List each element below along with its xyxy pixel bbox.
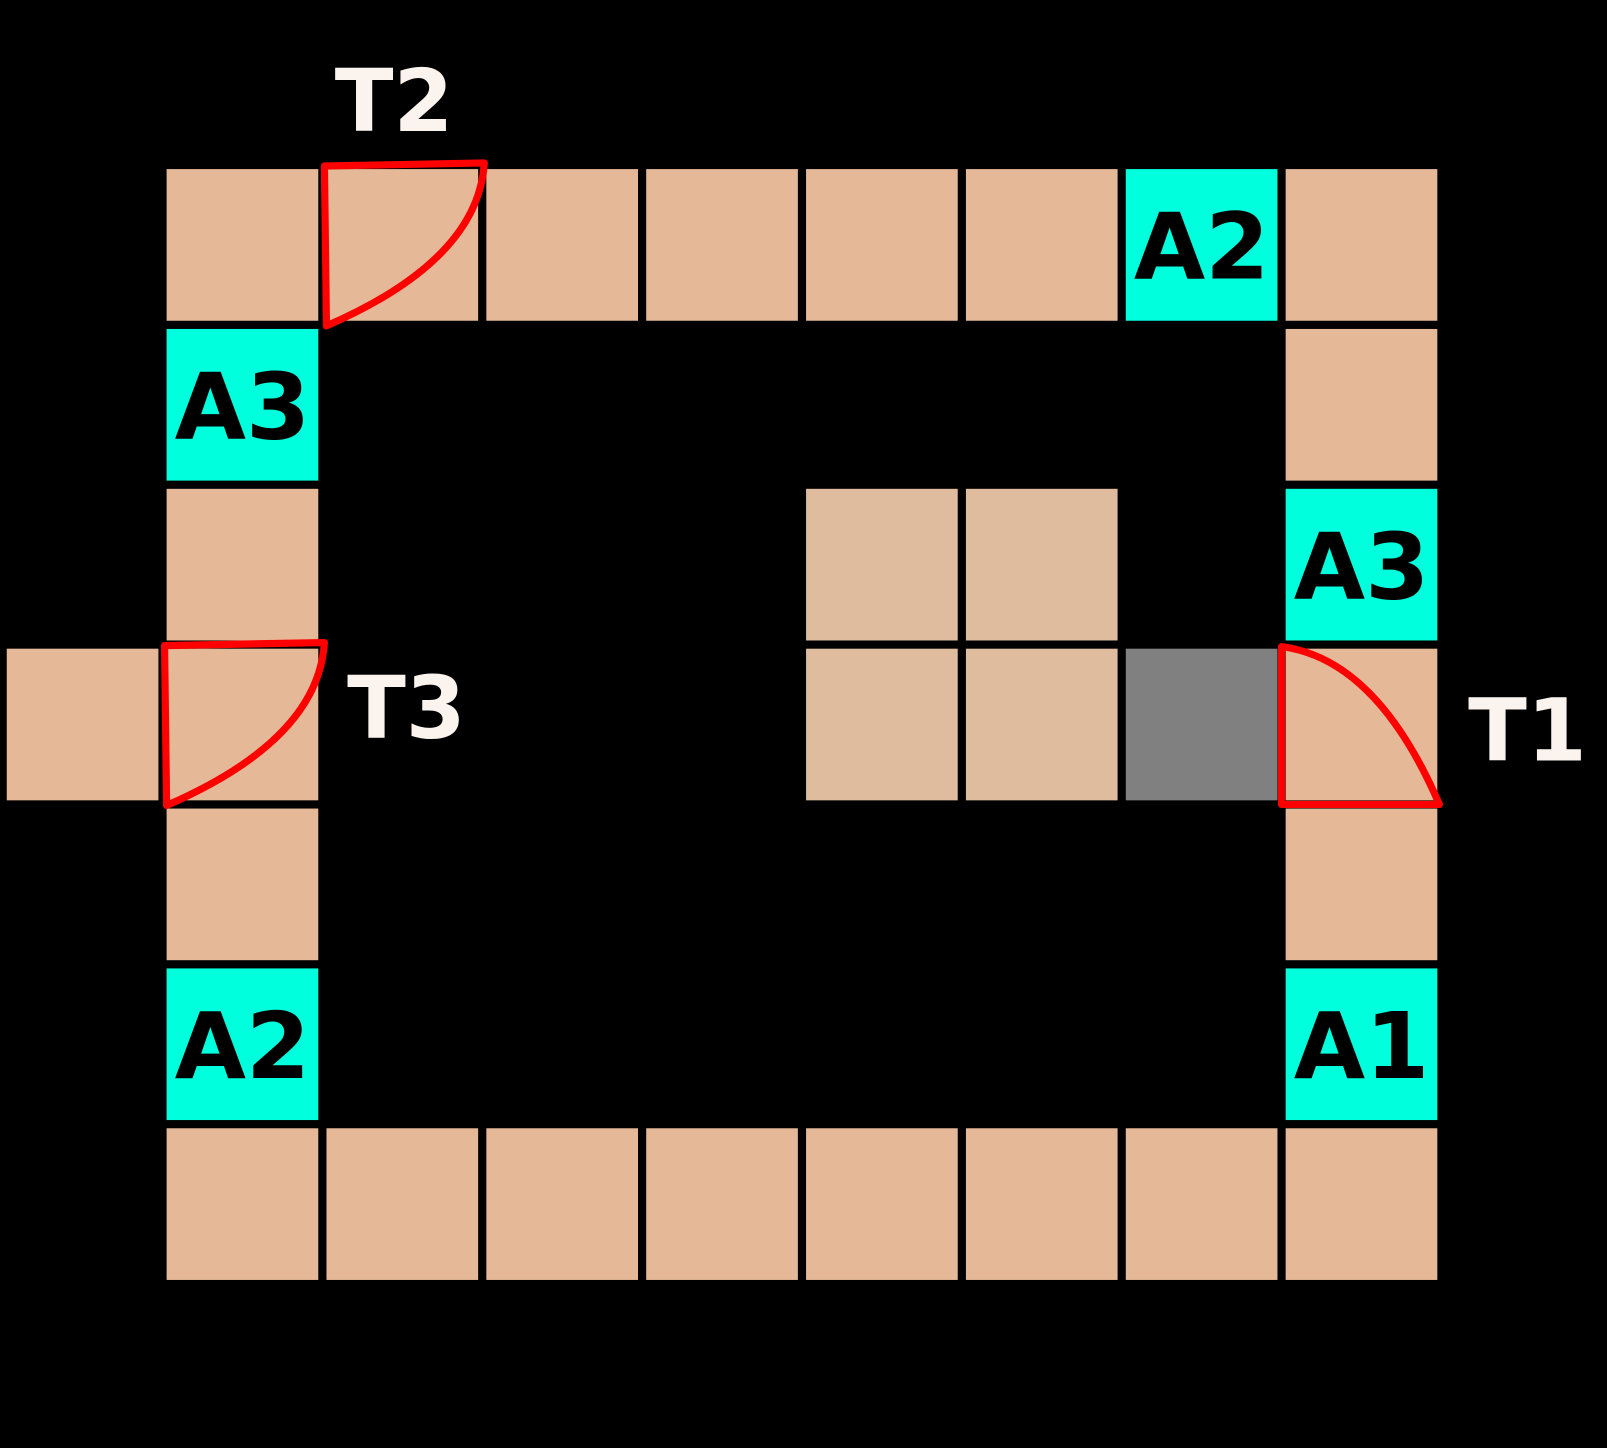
tile-square	[1125, 169, 1278, 321]
tile-square	[166, 169, 319, 321]
tile-square	[1285, 488, 1438, 641]
tile-square	[806, 648, 958, 801]
tile-square	[166, 648, 319, 801]
tile-label: A2	[1134, 193, 1270, 301]
tile-square	[1285, 169, 1438, 321]
tile-square	[326, 169, 479, 321]
tile	[1285, 1128, 1438, 1280]
tile	[806, 1128, 958, 1280]
tile	[166, 1128, 319, 1280]
tile	[1285, 808, 1438, 961]
tile-label: A3	[175, 353, 311, 461]
tile	[646, 1128, 798, 1280]
tile	[486, 169, 638, 321]
tile	[965, 488, 1118, 641]
tile-square	[1285, 808, 1438, 961]
tile	[6, 648, 159, 801]
tile-square	[166, 1128, 319, 1280]
tile	[1285, 169, 1438, 321]
tile-square	[965, 169, 1118, 321]
tile-square	[965, 1128, 1118, 1280]
tile-square	[806, 169, 958, 321]
tile-square	[166, 488, 319, 641]
tile-square	[166, 808, 319, 961]
tile-square	[486, 169, 638, 321]
tile-a3: A3	[166, 328, 319, 481]
tile	[166, 648, 319, 801]
tile	[806, 169, 958, 321]
tile-a1: A1	[1285, 968, 1438, 1121]
tile	[806, 488, 958, 641]
tile-a2: A2	[1125, 169, 1278, 321]
tile-square	[326, 1128, 479, 1280]
tile-label: A2	[175, 992, 311, 1100]
tile	[1125, 1128, 1278, 1280]
tile-square	[646, 1128, 798, 1280]
tile	[166, 169, 319, 321]
target-marker-t1	[1277, 643, 1443, 809]
tile-square	[965, 488, 1118, 641]
target-marker-t2	[320, 159, 488, 330]
tile-square	[1125, 648, 1278, 801]
target-marker-layer	[160, 159, 1443, 810]
tile-label: A3	[1294, 512, 1430, 620]
tile	[326, 1128, 479, 1280]
tile-square	[1285, 968, 1438, 1121]
target-label-t3: T3	[347, 659, 466, 759]
tile	[166, 488, 319, 641]
tile	[1285, 328, 1438, 481]
tile	[965, 1128, 1118, 1280]
tile	[806, 648, 958, 801]
target-label-t2: T2	[335, 52, 454, 152]
tile-square	[1285, 328, 1438, 481]
tile	[326, 169, 479, 321]
tile-square	[486, 1128, 638, 1280]
target-marker-t3	[160, 638, 329, 810]
tile-square	[965, 648, 1118, 801]
tile-square	[646, 169, 798, 321]
tile-a3: A3	[1285, 488, 1438, 641]
tile	[965, 169, 1118, 321]
tile-square	[166, 968, 319, 1121]
tile	[486, 1128, 638, 1280]
tile	[1285, 648, 1438, 801]
blocked-tile	[1125, 648, 1278, 801]
tile-square	[166, 328, 319, 481]
tile-a2: A2	[166, 968, 319, 1121]
tile-label: A1	[1294, 992, 1430, 1100]
tile-square	[1285, 1128, 1438, 1280]
tile	[166, 808, 319, 961]
tile-square	[806, 1128, 958, 1280]
tile-square	[1125, 1128, 1278, 1280]
tile	[646, 169, 798, 321]
target-label-t1: T1	[1468, 681, 1587, 781]
tile-square	[806, 488, 958, 641]
tile-square	[1285, 648, 1438, 801]
tile-square	[6, 648, 159, 801]
tile	[965, 648, 1118, 801]
